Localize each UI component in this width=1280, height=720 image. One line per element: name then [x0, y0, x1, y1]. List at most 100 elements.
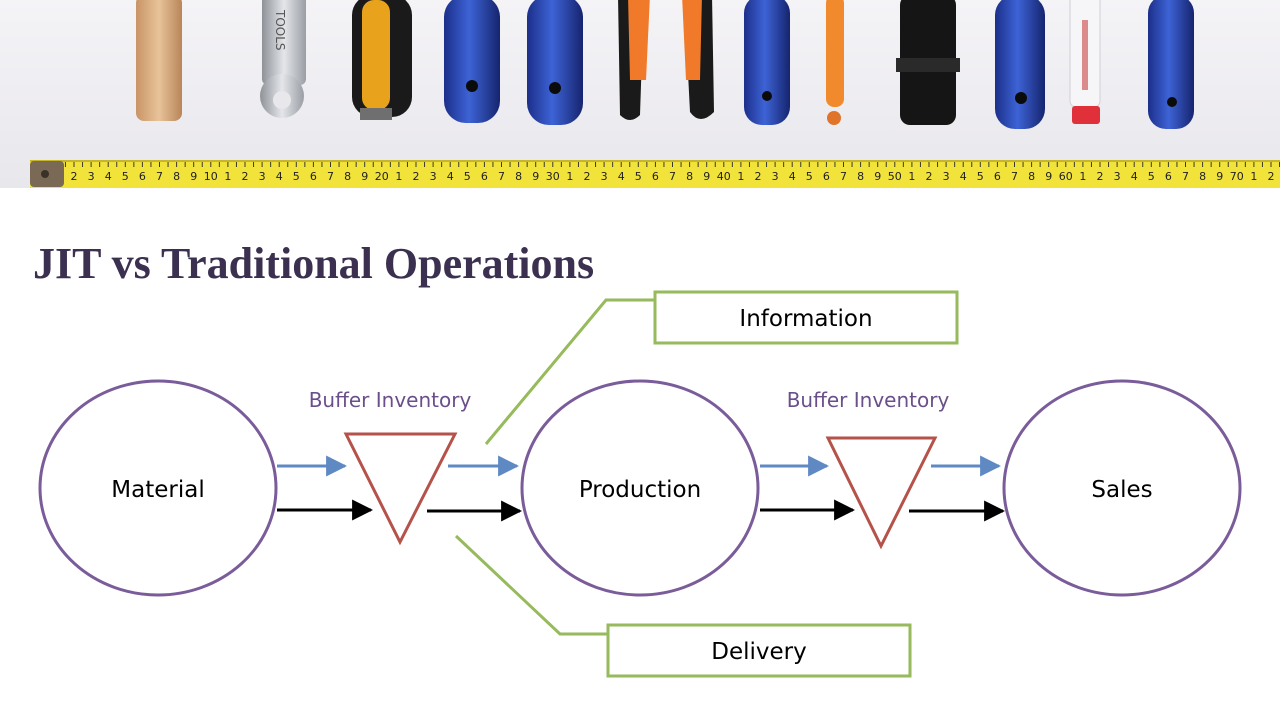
tools-photo: TOOLS [0, 0, 1280, 188]
tape-number: 3 [772, 170, 779, 183]
tape-number: 8 [173, 170, 180, 183]
buffer-inventory-right: Buffer Inventory [787, 388, 950, 550]
tape-number: 6 [481, 170, 488, 183]
tape-number: 9 [1045, 170, 1052, 183]
tape-number: 2 [242, 170, 249, 183]
tape-number: 8 [857, 170, 864, 183]
awl-icon [826, 0, 844, 125]
tape-number: 1 [908, 170, 915, 183]
tape-number: 2 [1097, 170, 1104, 183]
screwdriver-blue-icon [995, 0, 1045, 129]
tape-number: 4 [789, 170, 796, 183]
slide-title: JIT vs Traditional Operations [33, 239, 595, 288]
tape-number: 6 [823, 170, 830, 183]
tape-number: 2 [755, 170, 762, 183]
delivery-label: Delivery [711, 639, 806, 665]
tape-number: 2 [1268, 170, 1275, 183]
tape-number: 4 [960, 170, 967, 183]
tape-number: 2 [71, 170, 78, 183]
tape-number: 8 [515, 170, 522, 183]
tape-number: 8 [1199, 170, 1206, 183]
tape-number: 3 [943, 170, 950, 183]
tape-number: 2 [413, 170, 420, 183]
tools-photo-banner: TOOLS [0, 0, 1280, 188]
tape-number: 8 [344, 170, 351, 183]
tape-number: 6 [994, 170, 1001, 183]
wrench-icon: TOOLS [260, 0, 306, 118]
tape-number: 30 [546, 170, 560, 183]
screwdriver-blue-icon [744, 0, 790, 125]
information-label: Information [739, 306, 872, 332]
tape-number: 4 [447, 170, 454, 183]
tape-number: 4 [105, 170, 112, 183]
tape-number: 4 [276, 170, 283, 183]
tape-number: 6 [1165, 170, 1172, 183]
tape-number: 7 [156, 170, 163, 183]
buffer-label-right: Buffer Inventory [787, 388, 950, 412]
tape-number: 4 [618, 170, 625, 183]
sales-node: Sales [1002, 379, 1242, 597]
hammer-handle-icon [136, 0, 182, 121]
tape-number: 7 [1182, 170, 1189, 183]
tape-number: 2 [926, 170, 933, 183]
tape-number: 6 [310, 170, 317, 183]
tape-number: 10 [204, 170, 218, 183]
tape-number: 1 [395, 170, 402, 183]
tape-number: 5 [806, 170, 813, 183]
tape-number: 5 [464, 170, 471, 183]
screwdriver-orange-icon [352, 0, 412, 120]
tape-number: 8 [686, 170, 693, 183]
screwdriver-blue-icon [444, 0, 500, 123]
tape-number: 9 [361, 170, 368, 183]
tape-number: 7 [498, 170, 505, 183]
tape-number: 2 [584, 170, 591, 183]
tape-number: 3 [430, 170, 437, 183]
tape-number: 7 [1011, 170, 1018, 183]
tape-number: 6 [139, 170, 146, 183]
buffer-label-left: Buffer Inventory [309, 388, 472, 412]
tape-number: 3 [601, 170, 608, 183]
tape-ticks [64, 162, 1280, 167]
pliers-icon [618, 0, 714, 120]
information-connector [484, 298, 655, 445]
tape-number: 9 [190, 170, 197, 183]
tape-number: 50 [888, 170, 902, 183]
voltage-tester-icon [1069, 0, 1101, 124]
tape-number: 7 [840, 170, 847, 183]
tape-number: 20 [375, 170, 389, 183]
tape-number: 5 [635, 170, 642, 183]
material-node: Material [38, 379, 278, 597]
tape-number: 1 [1079, 170, 1086, 183]
tape-number: 6 [652, 170, 659, 183]
tape-number: 8 [1028, 170, 1035, 183]
delivery-box: Delivery [606, 623, 912, 678]
screwdriver-blue-icon [1148, 0, 1194, 129]
tape-number: 9 [1216, 170, 1223, 183]
tape-number: 5 [1148, 170, 1155, 183]
tape-number: 3 [259, 170, 266, 183]
tape-number: 4 [1131, 170, 1138, 183]
tape-number: 7 [327, 170, 334, 183]
delivery-connector [454, 534, 608, 636]
tape-number: 1 [566, 170, 573, 183]
information-box: Information [653, 290, 959, 345]
tape-number: 40 [717, 170, 731, 183]
tape-number: 5 [977, 170, 984, 183]
tape-number: 9 [874, 170, 881, 183]
tape-number: 70 [1230, 170, 1244, 183]
tape-number: 5 [122, 170, 129, 183]
material-label: Material [111, 477, 204, 503]
production-label: Production [579, 477, 701, 503]
buffer-inventory-left: Buffer Inventory [309, 388, 472, 546]
tape-number: 7 [669, 170, 676, 183]
tape-number: 3 [1114, 170, 1121, 183]
tape-number: 1 [224, 170, 231, 183]
tape-number: 5 [293, 170, 300, 183]
tape-number: 60 [1059, 170, 1073, 183]
tape-number: 1 [737, 170, 744, 183]
screwdriver-blue-icon [527, 0, 583, 125]
tape-number: 9 [703, 170, 710, 183]
